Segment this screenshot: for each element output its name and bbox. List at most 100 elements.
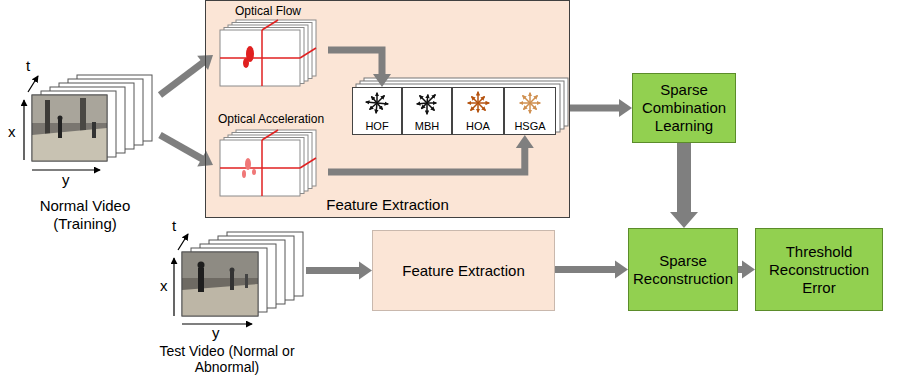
flow-marks — [300, 48, 316, 58]
normal-video-frame — [58, 116, 63, 121]
flow-arrow — [677, 143, 691, 213]
flow-volume: Optical Acceleration — [213, 110, 328, 202]
optical-acceleration-cube — [220, 140, 300, 196]
arrow-head — [742, 261, 755, 279]
flow-arrow — [328, 147, 525, 172]
normal-video-frame — [32, 95, 107, 161]
test-video-stack — [182, 232, 303, 316]
flow-arrow — [328, 50, 391, 87]
normal-video-frame — [58, 120, 62, 138]
arrow-head — [670, 212, 698, 228]
feature-icon — [520, 93, 541, 114]
arrow-head — [373, 74, 391, 87]
process-box: Sparse Combination Learning — [632, 73, 736, 143]
flow-arrow — [570, 105, 620, 112]
flow-marks — [243, 58, 249, 68]
acceleration-marks — [252, 169, 256, 175]
acceleration-marks — [242, 170, 246, 178]
flow-marks — [262, 20, 278, 30]
arrow-head — [516, 135, 534, 148]
test-video-frame — [182, 252, 258, 316]
axis-label: y — [212, 325, 220, 341]
test-video-frame — [198, 262, 205, 269]
flow-arrow — [570, 99, 632, 117]
flow-marks — [220, 20, 316, 86]
video-caption-group: Normal Video (Training) — [10, 70, 160, 235]
axis-label: t — [172, 218, 176, 234]
normal-video-frame — [32, 95, 107, 123]
test-video-frame — [230, 272, 234, 290]
optical-flow-cube — [220, 20, 316, 86]
flow-arrow — [328, 135, 534, 172]
axis-label: y — [62, 172, 70, 188]
feature-cell: HSGA — [504, 87, 556, 135]
node-text: Sparse Combination Learning — [637, 81, 731, 135]
arrow-head — [615, 261, 628, 279]
test-video-frame — [198, 268, 204, 292]
test-video-frame — [182, 284, 258, 316]
flow-marks — [220, 57, 300, 59]
acceleration-marks — [262, 130, 278, 140]
node-text: Feature Extraction — [326, 196, 449, 217]
normal-video-stack — [32, 75, 152, 161]
node-text: HOF — [365, 120, 388, 134]
axis-arrows — [173, 258, 174, 316]
panel-fill — [205, 0, 570, 218]
axis-arrows — [23, 100, 24, 160]
flow-arrow — [160, 135, 203, 159]
node-text: MBH — [415, 120, 439, 134]
acceleration-marks — [220, 130, 316, 196]
axis-arrows — [32, 169, 100, 170]
test-video-stack — [182, 252, 258, 316]
feature-icon — [366, 93, 388, 114]
normal-video-stack — [32, 95, 107, 161]
node-text: Test Video (Normal or Abnormal) — [148, 343, 306, 379]
axis-label: t — [26, 58, 30, 74]
flow-arrow — [555, 261, 628, 279]
node-text: HSGA — [514, 120, 545, 134]
node-text: Threshold Reconstruction Error — [760, 243, 878, 297]
flow-arrow — [738, 261, 755, 279]
axis-label: x — [8, 124, 16, 140]
feature-panel: Feature Extraction Optical FlowOptical Ac… — [205, 0, 570, 218]
optical-acceleration-cube — [220, 130, 316, 196]
flow-arrow — [160, 62, 203, 95]
flow-volume: Optical Flow — [213, 2, 328, 88]
video-caption-group: Test Video (Normal or Abnormal) — [148, 232, 306, 379]
normal-video-frame — [92, 122, 96, 138]
node-text: Optical Acceleration — [218, 110, 324, 126]
node-text: Normal Video (Training) — [10, 197, 160, 235]
feature-cell: HOA — [452, 87, 504, 135]
process-box: Sparse Reconstruction — [628, 228, 738, 311]
axis-label: x — [160, 278, 168, 294]
feature-icon — [417, 95, 437, 115]
feature-cell: HOF — [352, 87, 402, 135]
normal-video-frame — [32, 95, 107, 161]
test-video-frame — [230, 268, 235, 273]
feature-icon — [464, 89, 492, 117]
node-text: Optical Flow — [235, 2, 301, 18]
arrow-head — [359, 262, 372, 280]
process-box: Threshold Reconstruction Error — [755, 228, 883, 311]
feature-icon — [516, 89, 544, 117]
flow-arrow — [306, 262, 372, 280]
node-text: Feature Extraction — [402, 262, 525, 280]
node-text: Sparse Reconstruction — [633, 252, 733, 288]
flow-arrow — [306, 267, 360, 274]
optical-flow-cube — [220, 30, 300, 86]
axis-arrows — [28, 76, 38, 92]
axis-arrows — [178, 234, 188, 250]
flow-arrow — [670, 143, 698, 228]
node-text: HOA — [466, 120, 490, 134]
test-video-frame — [245, 274, 248, 288]
arrow-head — [619, 99, 632, 117]
feature-cell: MBH — [402, 87, 452, 135]
flow-arrow — [328, 50, 382, 75]
acceleration-marks — [220, 167, 300, 169]
flow-arrow — [555, 266, 616, 273]
feature-icon — [413, 89, 441, 117]
test-video-frame — [182, 252, 258, 316]
